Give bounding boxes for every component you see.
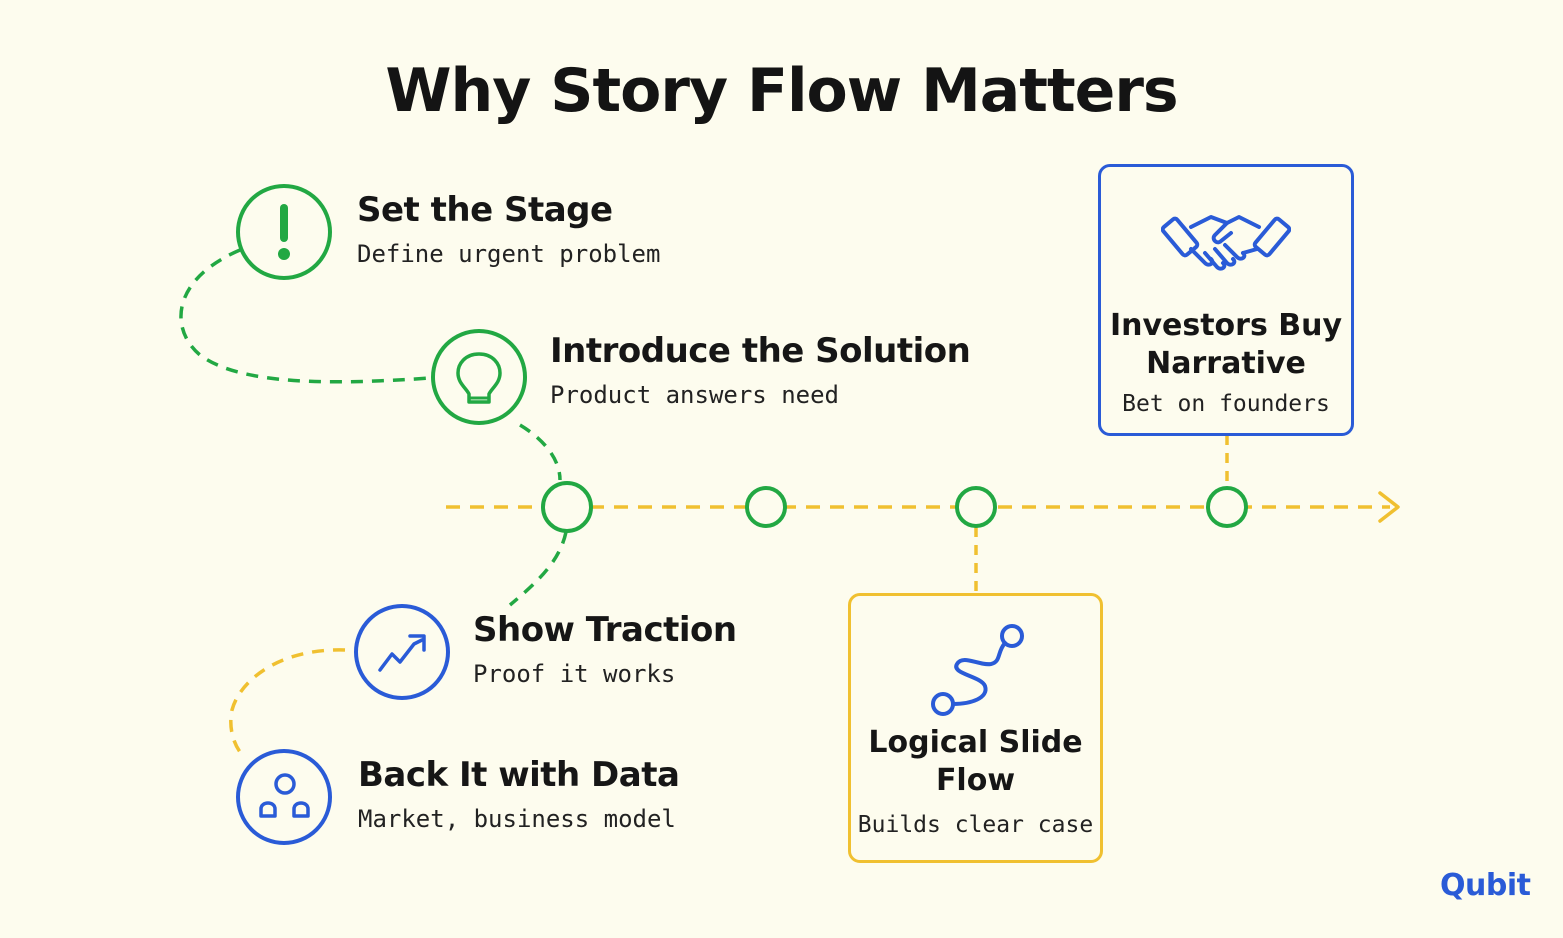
- step-description: Market, business model: [358, 805, 676, 833]
- step-heading: Show Traction: [473, 610, 737, 650]
- step-show-traction: Show Traction Proof it works: [473, 610, 737, 688]
- box-title-line2: Narrative: [1146, 346, 1306, 381]
- connector-solution-to-timeline: [519, 423, 562, 481]
- step-description: Define urgent problem: [357, 240, 661, 268]
- path-icon: [930, 624, 1024, 716]
- box-description: Bet on founders: [1122, 391, 1330, 417]
- timeline-node: [745, 486, 787, 528]
- timeline-node: [955, 486, 997, 528]
- connector-timeline-to-traction: [508, 531, 568, 607]
- step-description: Product answers need: [550, 381, 839, 409]
- connector-traction-to-data: [229, 648, 346, 754]
- exclamation-icon: [236, 184, 332, 280]
- people-icon: [236, 749, 332, 845]
- step-heading: Back It with Data: [358, 755, 680, 795]
- box-title-line1: Logical Slide: [868, 725, 1083, 760]
- qubit-logo: Qubit: [1440, 868, 1531, 903]
- step-heading: Introduce the Solution: [550, 331, 971, 371]
- timeline-node: [541, 481, 593, 533]
- box-description: Builds clear case: [857, 812, 1094, 838]
- logical-flow-box: Logical Slide Flow Builds clear case: [848, 593, 1103, 863]
- page-title: Why Story Flow Matters: [385, 56, 1178, 126]
- step-set-the-stage: Set the Stage Define urgent problem: [357, 190, 660, 268]
- investors-box: Investors Buy Narrative Bet on founders: [1098, 164, 1354, 436]
- step-description: Proof it works: [473, 660, 676, 688]
- handshake-icon: [1161, 215, 1291, 271]
- timeline-node: [1206, 486, 1248, 528]
- timeline-arrowhead: [1378, 491, 1400, 523]
- step-introduce-solution: Introduce the Solution Product answers n…: [550, 331, 971, 409]
- box-title-line1: Investors Buy: [1109, 308, 1343, 343]
- step-back-it-with-data: Back It with Data Market, business model: [358, 755, 680, 833]
- step-heading: Set the Stage: [357, 190, 613, 230]
- box-title-line2: Flow: [935, 763, 1016, 798]
- trend-up-icon: [354, 604, 450, 700]
- lightbulb-icon: [431, 329, 527, 425]
